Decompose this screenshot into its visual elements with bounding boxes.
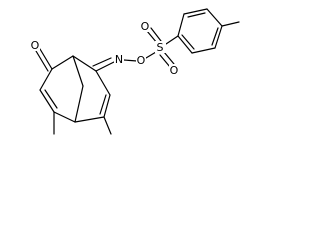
bond-ring-1 — [177, 13, 185, 37]
bond-ring-3 — [206, 8, 223, 27]
bond-o-s — [145, 51, 157, 59]
atom-ketone-oxygen: O — [31, 39, 40, 52]
bond-ring-4 — [214, 25, 223, 49]
bond-s-aryl — [165, 35, 179, 45]
bond-c1-c2 — [51, 55, 74, 70]
atom-sulfur: S — [157, 41, 164, 54]
bond-s-o-bottom — [159, 54, 171, 68]
bond-right-to-bridgehead-bottom — [74, 116, 105, 123]
bond-s-o-top-double — [150, 27, 162, 42]
bond-c2-c3 — [39, 68, 53, 91]
bond-c1-oxygen — [39, 48, 53, 70]
bonds — [35, 8, 240, 135]
bond-c1-oxygen-double — [35, 50, 49, 72]
bond-n-o — [123, 59, 138, 62]
bond-ring-6 — [177, 35, 193, 54]
bond-c-n — [95, 61, 115, 72]
bond-bridgehead-top-c-oxime — [72, 55, 97, 72]
atom-labels: O N O S O O — [30, 20, 179, 77]
bond-c-oxime-c — [95, 70, 111, 96]
bond-c-c-methyl-carbon-double — [99, 94, 107, 115]
bond-ring-inner-1 — [187, 12, 206, 18]
bond-c-c-methyl-carbon — [103, 94, 111, 118]
atom-sulfonyl-oxygen-top: O — [141, 20, 150, 33]
atom-sulfonyl-oxygen-bottom: O — [170, 64, 179, 77]
bond-c-n-double — [92, 57, 112, 67]
atom-oxime-oxygen: O — [137, 54, 146, 67]
bond-c3-c4 — [39, 89, 55, 113]
bond-ring-5 — [191, 47, 216, 54]
bond-ring-inner-2 — [211, 27, 219, 46]
bond-ring-2 — [183, 8, 208, 15]
molecule-diagram: O N O S O O — [0, 0, 240, 159]
bond-aryl-methyl — [221, 21, 240, 27]
bond-c3-c4-double — [44, 89, 58, 109]
bond-right-methyl — [103, 116, 112, 135]
bond-c4-c5 — [53, 111, 76, 123]
bond-s-o-bottom-double — [163, 51, 175, 65]
atom-oxime-nitrogen: N — [115, 53, 123, 66]
structure-svg: O N O S O O — [30, 8, 240, 135]
bond-bridgehead-top-to-bridge — [72, 55, 84, 87]
bond-ring-inner-3 — [181, 34, 195, 50]
bond-bridge-to-bridgehead-bottom — [74, 85, 84, 123]
